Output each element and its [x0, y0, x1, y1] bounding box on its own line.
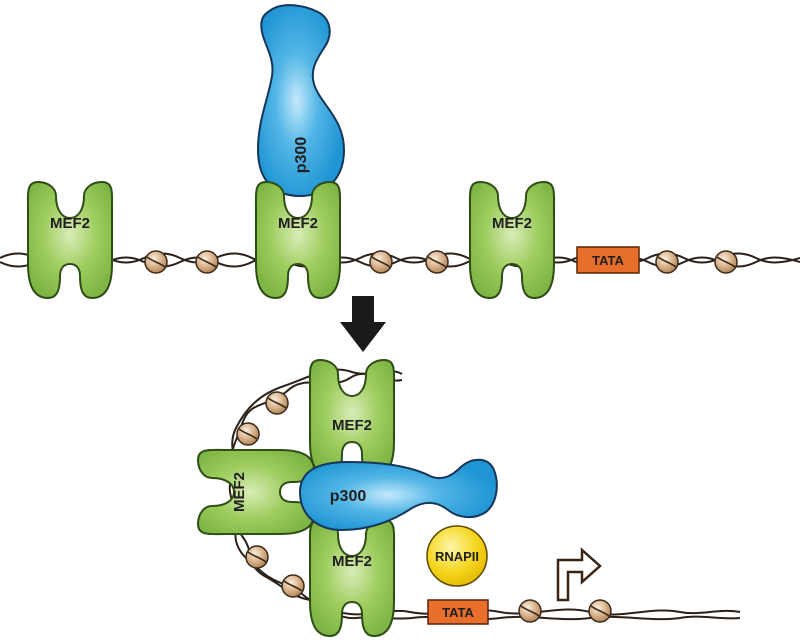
nucleosome — [195, 250, 219, 274]
mef2-protein: MEF2 — [308, 359, 396, 477]
mef2-protein: MEF2 — [468, 181, 556, 299]
rnapii-circle: RNAPII — [426, 525, 488, 587]
nucleosome — [144, 250, 168, 274]
mef2-protein: MEF2 — [308, 519, 396, 637]
arrow-down-icon — [340, 296, 386, 352]
tata-box: TATA — [576, 246, 640, 274]
nucleosome — [655, 250, 679, 274]
mef2-label: MEF2 — [278, 215, 318, 232]
nucleosome — [714, 250, 738, 274]
mef2-label: MEF2 — [492, 215, 532, 232]
nucleosome — [265, 391, 289, 415]
nucleosome — [588, 599, 612, 623]
tata-label: TATA — [442, 605, 474, 620]
bottom-panel: MEF2 MEF2 MEF2 p300 RNAPII TATA — [197, 359, 741, 637]
nucleosome — [369, 250, 393, 274]
mef2-protein: MEF2 — [254, 181, 342, 299]
mef2-protein: MEF2 — [197, 448, 315, 536]
bent-arrow-icon — [556, 547, 602, 602]
nucleosome — [425, 250, 449, 274]
p300-protein: p300 — [298, 458, 498, 532]
nucleosome — [518, 599, 542, 623]
mef2-label: MEF2 — [50, 215, 90, 232]
top-panel: MEF2 p300 MEF2 MEF2 TATA — [0, 4, 800, 299]
mef2-protein: MEF2 — [26, 181, 114, 299]
mef2-label: MEF2 — [332, 553, 372, 570]
nucleosome — [245, 545, 269, 569]
mef2-label: MEF2 — [332, 417, 372, 434]
nucleosome — [281, 574, 305, 598]
nucleosome — [236, 422, 260, 446]
p300-label: p300 — [293, 137, 310, 174]
tata-label: TATA — [592, 253, 624, 268]
mef2-label: MEF2 — [231, 472, 248, 512]
rnapii-label: RNAPII — [435, 549, 479, 564]
p300-label: p300 — [330, 488, 367, 505]
tata-box: TATA — [427, 599, 489, 625]
p300-protein: p300 — [256, 4, 346, 198]
